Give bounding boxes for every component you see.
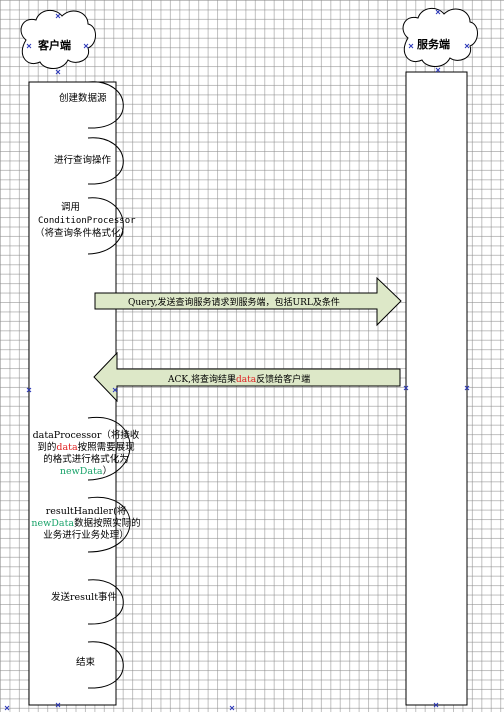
rh-line3: 业务进行业务处理） (43, 530, 129, 541)
dp-line2-data: data (56, 442, 78, 453)
rh-line2-newdata: newData (31, 518, 75, 529)
dp-line3: 的格式进行格式化为 (43, 454, 129, 465)
step-send-event: 发送result事件 (51, 592, 118, 603)
rh-line2-b: 数据按照实际的 (74, 518, 141, 529)
step-end: 结束 (76, 657, 96, 668)
self-loop-end (87, 641, 124, 689)
dp-line4-b: ） (102, 466, 113, 477)
dp-line2: 到的data按照需要展现 (31, 442, 141, 454)
server-lifeline (405, 71, 468, 706)
ack-arrow (93, 351, 401, 403)
client-label: 客户端 (38, 39, 71, 52)
server-label: 服务端 (417, 38, 450, 51)
dp-line2-c: 按照需要展现 (77, 442, 135, 453)
ack-label-part3: 反馈给客户端 (256, 375, 311, 385)
rh-line2: newData数据按照实际的 (31, 518, 141, 530)
step-create-datasource: 创建数据源 (59, 93, 107, 104)
dp-line2-a: 到的 (37, 442, 57, 453)
self-loop-do-query (87, 137, 124, 185)
self-loop-data-processor (87, 416, 131, 481)
self-loop-send-event (87, 579, 124, 625)
dp-line4: newData） (31, 466, 141, 478)
step-call-line3: （将查询条件格式化） (35, 228, 131, 239)
dp-line1: dataProcessor（将接收 (32, 430, 140, 441)
ack-label-data: data (235, 375, 257, 385)
server-cloud-shape (402, 8, 478, 67)
step-call-line1: 调用 (61, 202, 81, 213)
dp-line4-newdata: newData (59, 466, 103, 477)
query-arrow (94, 276, 402, 327)
query-message-label: Query,发送查询服务请求到服务端，包括URL及条件 (128, 298, 340, 308)
ack-label-part1: ACK,将查询结果 (168, 375, 236, 385)
self-loop-result-handler (87, 496, 131, 553)
step-result-handler: resultHandler(将 newData数据按照实际的 业务进行业务处理） (31, 506, 141, 542)
self-loop-create-datasource (87, 81, 124, 129)
client-cloud-shape (20, 10, 96, 69)
step-data-processor: dataProcessor（将接收 到的data按照需要展现 的格式进行格式化为… (31, 430, 141, 478)
step-do-query: 进行查询操作 (54, 155, 112, 166)
selection-handles (4, 9, 470, 711)
self-loop-call-condition-processor (87, 197, 124, 255)
step-call-line2: ConditionProcessor (38, 216, 136, 226)
client-lifeline (28, 81, 117, 706)
ack-message-label: ACK,将查询结果data反馈给客户端 (168, 372, 310, 385)
rh-line1: resultHandler(将 (45, 506, 127, 517)
